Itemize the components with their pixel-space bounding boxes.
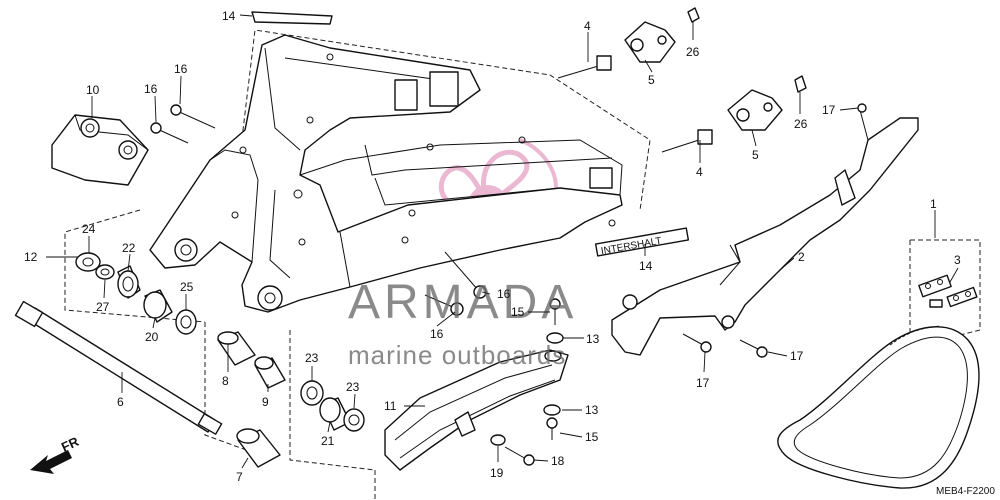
callout-2: 2	[798, 250, 805, 264]
callout-labels: 14 4 26 10 16 16 5 26 17 5 4 1 14 2 3 12…	[24, 9, 961, 484]
callout-22: 22	[122, 241, 136, 255]
callout-16-d: 16	[430, 327, 444, 341]
reference-frames	[64, 29, 981, 500]
callout-24: 24	[82, 222, 96, 236]
callout-17-top: 17	[822, 103, 836, 117]
chain-slider	[384, 349, 569, 471]
callout-9: 9	[262, 395, 269, 409]
callout-19: 19	[490, 466, 504, 480]
callout-14-top: 14	[222, 9, 236, 23]
chain-adjusters	[557, 7, 807, 153]
callout-18: 18	[551, 454, 565, 468]
callout-10: 10	[86, 83, 100, 97]
callout-3: 3	[954, 253, 961, 267]
leader-lines	[46, 14, 959, 469]
drive-chain	[777, 325, 980, 489]
bolts-17	[682, 333, 768, 358]
watermark-tagline: marine outboards	[348, 340, 566, 370]
callout-4-top: 4	[584, 19, 591, 33]
callout-13-top: 13	[586, 332, 600, 346]
callout-11: 11	[384, 399, 397, 413]
callout-26-mid: 26	[794, 117, 808, 131]
callout-16-a: 16	[174, 62, 188, 76]
callout-8: 8	[222, 374, 229, 388]
front-direction-arrow: FR	[30, 434, 82, 474]
callout-27: 27	[96, 300, 110, 314]
callout-6: 6	[117, 395, 124, 409]
callout-17-bottom-a: 17	[696, 376, 710, 390]
small-fasteners	[490, 298, 564, 466]
callout-1: 1	[930, 197, 937, 211]
bolts-16-middle	[424, 251, 487, 316]
callout-7: 7	[236, 470, 243, 484]
swingarm-sticker-top	[251, 11, 333, 25]
callout-15-bottom: 15	[585, 430, 599, 444]
callout-12: 12	[24, 250, 38, 264]
callout-25: 25	[180, 280, 194, 294]
direction-label: FR	[59, 434, 82, 455]
swingarm-body: INTERSHALT	[149, 34, 690, 313]
callout-15-top: 15	[511, 305, 525, 319]
callout-13-bottom: 13	[585, 403, 599, 417]
chain-link-kit	[918, 274, 978, 308]
callout-26-top: 26	[686, 45, 700, 59]
watermark-brand: ARMADA	[348, 276, 577, 329]
catalog-code: MEB4-F2200	[936, 486, 995, 497]
callout-23-a: 23	[305, 351, 319, 365]
pivot-bracket	[51, 114, 149, 186]
pivot-shaft	[14, 300, 223, 435]
callout-20: 20	[145, 330, 159, 344]
shock-link-bearings	[300, 380, 365, 432]
callout-23-b: 23	[346, 380, 360, 394]
callout-14-mid: 14	[639, 259, 653, 273]
callout-21: 21	[321, 434, 335, 448]
callout-5-mid: 5	[752, 148, 759, 162]
callout-4-mid: 4	[696, 165, 703, 179]
callout-16-b: 16	[144, 82, 158, 96]
callout-5-top: 5	[648, 73, 655, 87]
callout-16-c: 16	[497, 287, 511, 301]
callout-17-bottom-b: 17	[790, 349, 804, 363]
bolts-16-left	[150, 104, 216, 144]
chain-guard	[611, 103, 919, 356]
